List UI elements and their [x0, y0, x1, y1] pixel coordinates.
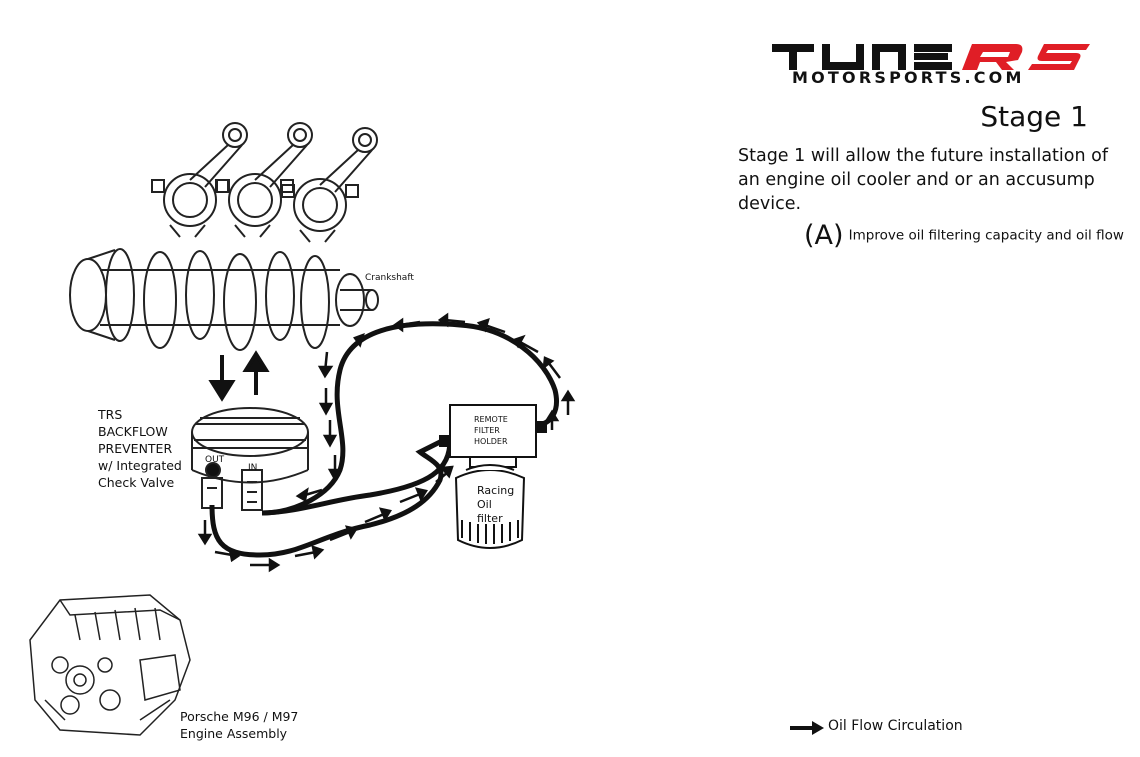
- engine-label-line: Porsche M96 / M97: [180, 709, 299, 724]
- preventer-label-line: w/ Integrated: [98, 458, 182, 473]
- port-out-label: OUT: [205, 455, 225, 465]
- flow-arrows: [197, 312, 576, 573]
- crankshaft-illustration: [69, 248, 379, 351]
- item-text: Improve oil filtering capacity and oil f…: [848, 227, 1124, 244]
- engine-assembly-illustration: [29, 594, 191, 736]
- racing-filter-line: Oil: [477, 498, 492, 511]
- remote-filter-holder-label: REMOTE FILTER HOLDER: [474, 414, 508, 447]
- stage-item-a: (A) Improve oil filtering capacity and o…: [804, 220, 1124, 251]
- engine-assembly-label: Porsche M96 / M97 Engine Assembly: [180, 708, 298, 742]
- stage-title: Stage 1: [980, 100, 1088, 133]
- arrow-right-icon: [790, 721, 824, 735]
- port-in-label: IN: [248, 463, 258, 473]
- preventer-label-line: TRS: [98, 407, 123, 422]
- legend-label: Oil Flow Circulation: [828, 718, 963, 734]
- connecting-rods-illustration: [151, 122, 378, 243]
- racing-oil-filter-illustration: [454, 464, 526, 549]
- remote-filter-line: REMOTE: [474, 415, 508, 424]
- preventer-label-line: PREVENTER: [98, 441, 173, 456]
- crankshaft-label: Crankshaft: [365, 273, 414, 283]
- preventer-label-line: Check Valve: [98, 475, 175, 490]
- remote-filter-holder-illustration: [439, 404, 547, 468]
- racing-filter-line: filter: [477, 512, 503, 525]
- backflow-preventer-illustration: [191, 407, 309, 511]
- stage-description: Stage 1 will allow the future installati…: [738, 146, 1109, 214]
- preventer-label: TRS BACKFLOW PREVENTER w/ Integrated Che…: [98, 406, 182, 491]
- preventer-label-line: BACKFLOW: [98, 424, 168, 439]
- pump-flow-arrows: [208, 350, 270, 402]
- remote-filter-line: HOLDER: [474, 437, 508, 446]
- racing-filter-line: Racing: [477, 484, 515, 497]
- item-letter: (A): [804, 220, 844, 251]
- tuners-logo: [772, 44, 1090, 70]
- remote-filter-line: FILTER: [474, 426, 500, 435]
- racing-oil-filter-label: Racing Oil filter: [477, 484, 514, 526]
- engine-label-line: Engine Assembly: [180, 726, 288, 741]
- logo-subtitle: MOTORSPORTS.COM: [792, 68, 1025, 87]
